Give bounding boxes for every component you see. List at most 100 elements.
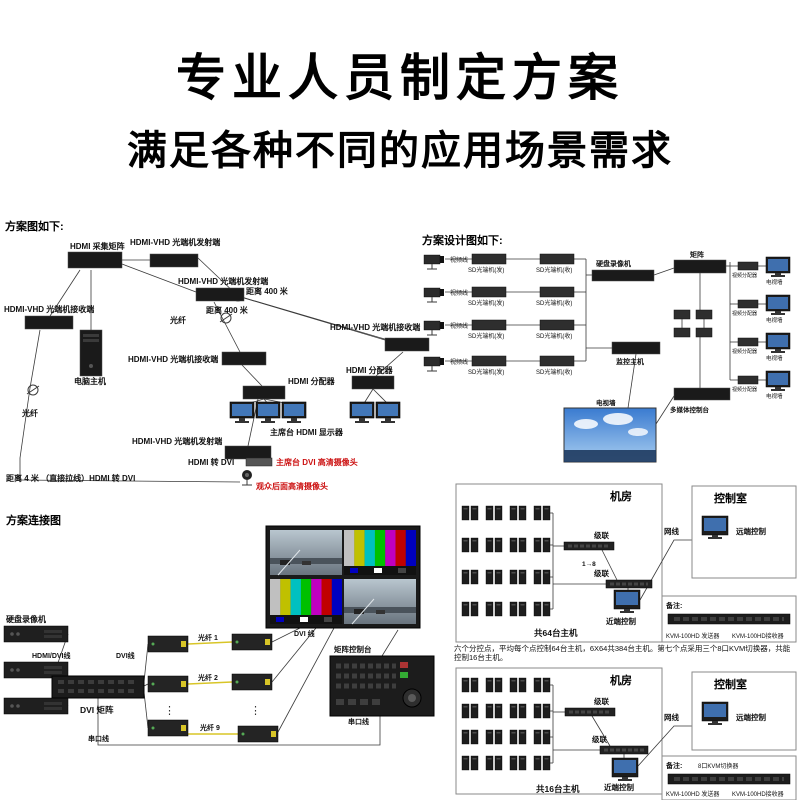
video-splitter-device (737, 337, 759, 347)
label-sd-rx: SD光端机(收) (536, 299, 572, 307)
scheme2-connection-lines (445, 258, 766, 425)
label-near-control: 近端控制 (604, 782, 634, 792)
sd-optical-rx-device (539, 253, 575, 265)
label-remote-control: 远端控制 (736, 526, 766, 536)
label-tv-wall: 电视墙 (766, 354, 783, 362)
label-video-wall: 电视墙 (596, 398, 616, 407)
label-total-64: 共64台主机 (534, 628, 578, 638)
label-sd-rx: SD光端机(收) (536, 368, 572, 376)
label-control-room: 控制室 (714, 491, 747, 505)
label-note: 备注: (665, 601, 682, 610)
label-cascade: 级联 (593, 568, 609, 578)
kvm-panel-b-lines (550, 684, 692, 767)
video-splitter-device (737, 375, 759, 385)
podium-monitor-icon (349, 401, 375, 424)
podium-monitor-icon (255, 401, 281, 424)
label-hdmi-splitter: HDMI 分配器 (346, 365, 394, 375)
podium-monitor-icon (375, 401, 401, 424)
podium-monitor-icon (281, 401, 307, 424)
dvi-matrix-device (51, 675, 145, 699)
label-sd-tx: SD光端机(发) (468, 332, 504, 340)
scheme2-diagram: 方案设计图如下: 视频线 视频线 视频线 视频线 SD光端机(发) SD光端机(… (422, 233, 791, 463)
label-control-room: 控制室 (714, 677, 747, 691)
label-optical-tx: HDMI-VHD 光端机发射端 (132, 436, 222, 446)
fiber-coil-icon (219, 312, 233, 324)
label-cascade: 级联 (593, 530, 609, 540)
cctv-camera-icon (423, 287, 445, 303)
tv-wall-monitor-icon (765, 370, 791, 392)
label-tv-wall: 电视墙 (766, 278, 783, 286)
note-box (661, 595, 797, 643)
optical-tx-device (149, 253, 199, 268)
label-kvm-rx: KVM-100HD接收器 (732, 632, 784, 640)
label-note: 备注: (665, 761, 682, 770)
label-machine-room: 机房 (610, 673, 632, 687)
label-kvm-rx: KVM-100HD接收器 (732, 790, 784, 798)
label-media-console: 多媒体控制台 (670, 405, 710, 414)
cctv-camera-icon (423, 254, 445, 270)
matrix-device (673, 259, 727, 274)
tv-wall-monitor-icon (765, 294, 791, 316)
kvm-switch-device (605, 579, 653, 589)
podium-monitor-icon (229, 401, 255, 424)
machine-room-box (455, 483, 663, 643)
audience-camera-icon (242, 470, 252, 486)
near-control-monitor-icon (611, 757, 639, 782)
sd-optical-rx-device (539, 355, 575, 367)
label-net-cable: 网线 (664, 712, 679, 722)
main-title: 专业人员制定方案 (176, 50, 624, 106)
sd-optical-rx-device (539, 286, 575, 298)
dvr-device (3, 697, 69, 715)
kvm-extender-device (666, 772, 792, 786)
label-video-splitter: 视频分配器 (732, 348, 757, 355)
kvm-extender-device (666, 612, 792, 626)
kvm-switch-device (563, 541, 615, 551)
label-capture-matrix: HDMI 采集矩阵 (70, 241, 125, 251)
dvr-device (591, 269, 655, 282)
kvm-switch-device (599, 745, 649, 755)
connection-diagram: 方案连接图 DVI 线 硬盘录像机 HDMI/DVI线 DVI 矩阵 (3, 513, 435, 746)
label-tv-wall: 电视墙 (766, 392, 783, 400)
label-machine-room: 机房 (610, 489, 632, 503)
label-tv-wall: 电视墙 (766, 316, 783, 324)
label-podium-display: 主席台 HDMI 显示器 (270, 427, 344, 437)
label-optical-tx: HDMI-VHD 光端机发射端 (130, 237, 220, 247)
label-hdmi-to-dvi: HDMI 转 DVI (188, 457, 234, 467)
media-console-device (673, 387, 731, 401)
label-hdmi-dvi-line: HDMI/DVI线 (32, 651, 71, 660)
label-fiber-2: 光纤 2 (197, 673, 218, 682)
label-fiber: 光纤 (21, 408, 38, 418)
label-sd-rx: SD光端机(收) (536, 332, 572, 340)
label-dvr: 硬盘录像机 (596, 259, 631, 268)
host-rack-grid (461, 677, 551, 771)
fiber-transceiver-device (231, 673, 273, 691)
label-cascade: 级联 (593, 696, 609, 706)
dvr-device (3, 625, 69, 643)
label-video-line: 视频线 (450, 358, 468, 366)
label-dvi-line: DVI线 (116, 651, 135, 660)
label-remote-control: 远端控制 (736, 712, 766, 722)
label-video-line: 视频线 (450, 322, 468, 330)
label-optical-rx: HDMI-VHD 光端机接收端 (330, 322, 420, 332)
video-wall-image (563, 407, 657, 463)
label-one-to-eight: 1→8 (582, 561, 596, 568)
capture-matrix-device (67, 251, 123, 269)
fiber-coil-icon (26, 384, 40, 396)
sd-optical-tx-device (471, 286, 507, 298)
label-optical-rx: HDMI-VHD 光端机接收端 (128, 354, 218, 364)
wall-screen-street (269, 529, 343, 576)
scheme1-title: 方案图如下: (5, 219, 64, 233)
optical-rx-device (221, 351, 267, 366)
label-fiber: 光纤 (169, 315, 186, 325)
sd-optical-tx-device (471, 253, 507, 265)
matrix-console-device (329, 655, 435, 717)
label-monitor-host: 监控主机 (616, 357, 644, 366)
label-video-splitter: 视频分配器 (732, 272, 757, 279)
host-rack-grid (461, 505, 551, 617)
optical-rx-device (24, 315, 74, 330)
fiber-transceiver-device (147, 675, 189, 693)
label-serial-line: 串口线 (348, 717, 369, 726)
scheme1-diagram: 方案图如下: HDMI 采集矩阵 HDMI-VHD 光端机发射端 HDMI-VH… (4, 219, 430, 491)
label-dvr: 硬盘录像机 (6, 614, 46, 624)
label-audience-camera: 观众后面高清摄像头 (256, 481, 328, 491)
